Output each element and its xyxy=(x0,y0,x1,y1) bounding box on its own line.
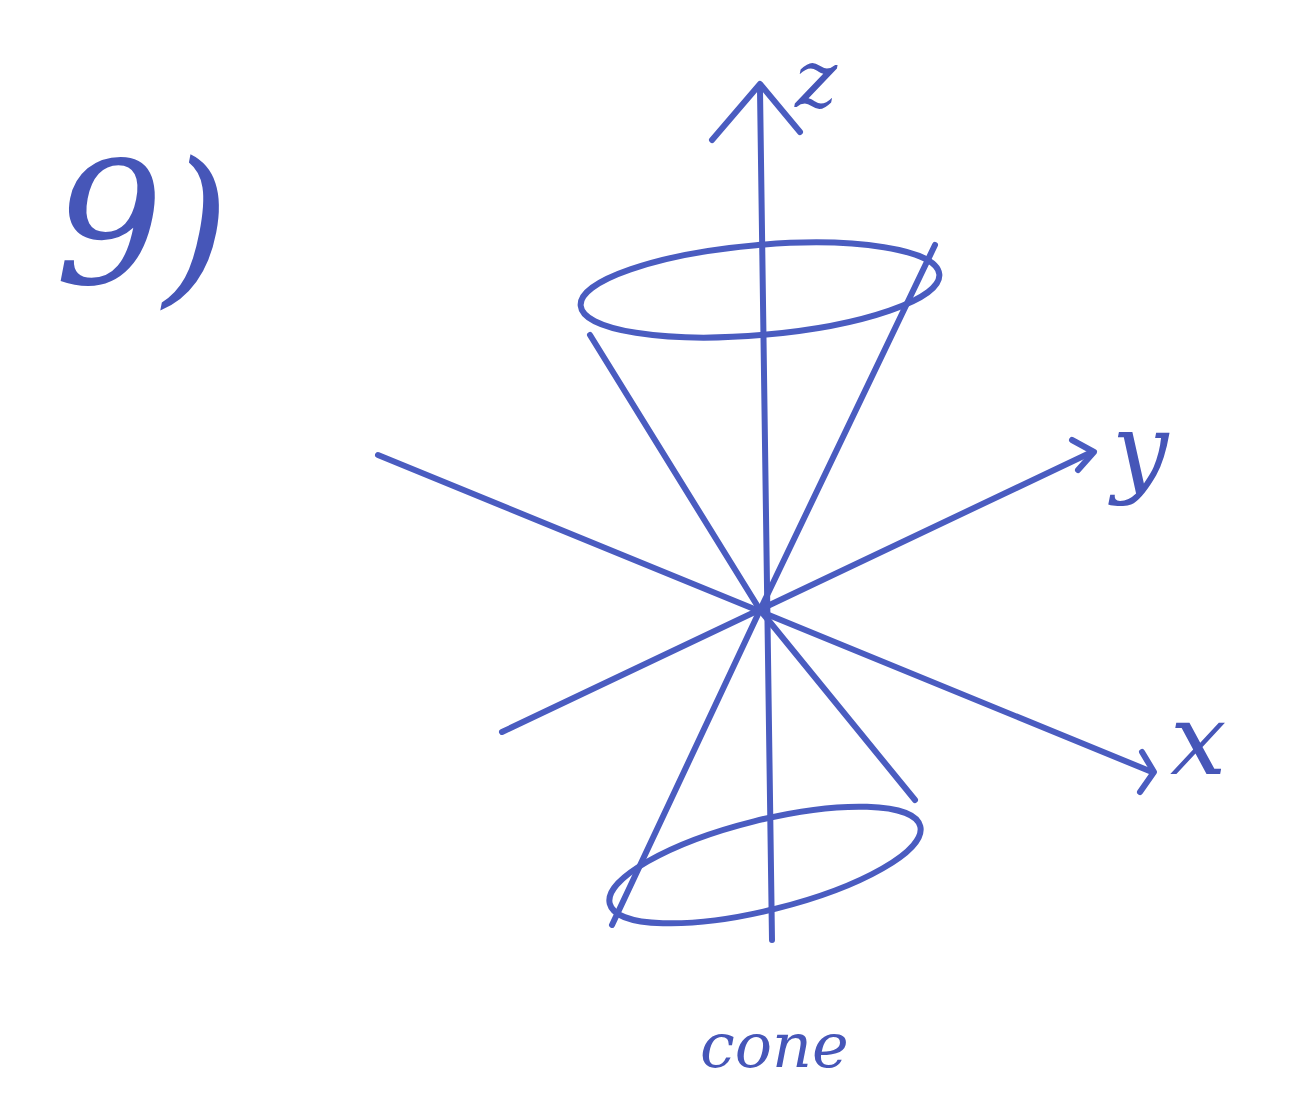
y-arrowhead xyxy=(1072,440,1094,470)
problem-number: 9) xyxy=(55,140,229,310)
y-axis xyxy=(502,452,1092,732)
z-axis xyxy=(760,90,772,940)
x-arrowhead xyxy=(1140,752,1154,792)
cone-side xyxy=(612,245,935,925)
axis-label: y xyxy=(1112,400,1169,500)
caption-label: cone xyxy=(700,1015,849,1077)
bottom-rim xyxy=(599,783,931,948)
axis-label: z xyxy=(795,40,837,120)
z-arrowhead xyxy=(712,84,800,140)
top-rim xyxy=(577,229,943,350)
axis-label: x xyxy=(1170,690,1226,790)
cone-side xyxy=(590,335,915,800)
